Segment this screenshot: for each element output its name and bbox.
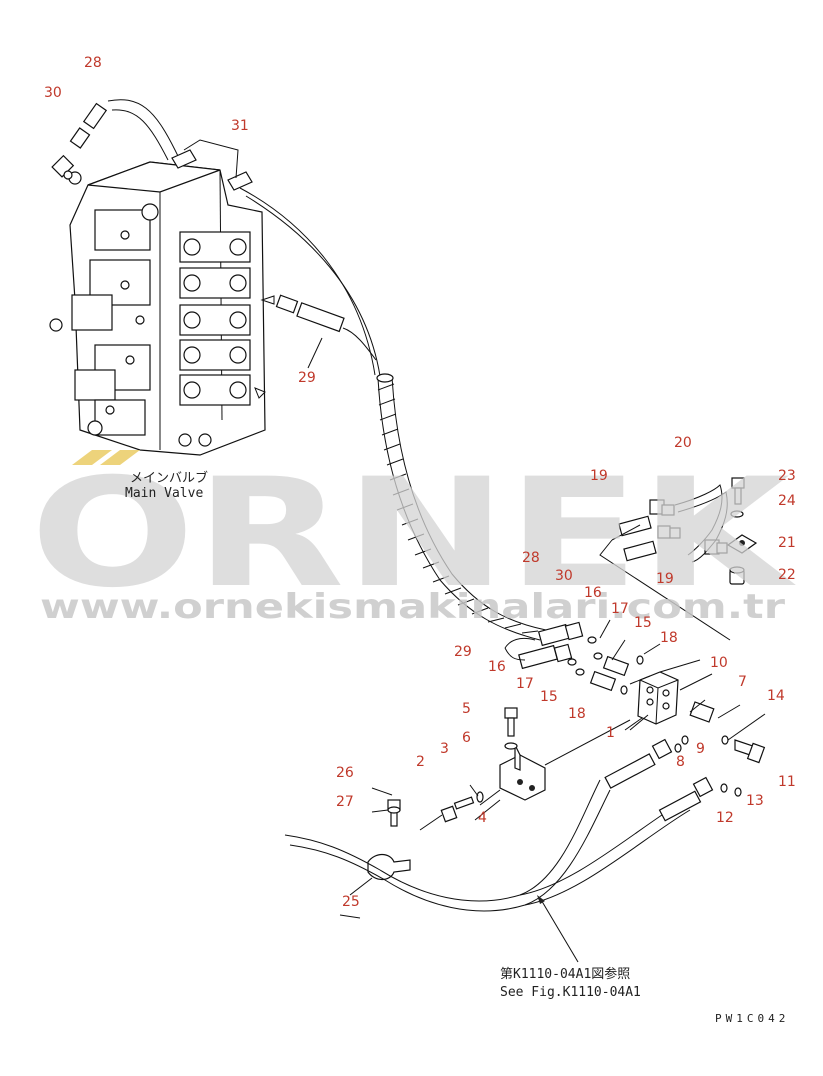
callout-20: 20: [674, 435, 692, 451]
main-valve-label-en: Main Valve: [125, 486, 203, 501]
callout-21: 21: [778, 535, 796, 551]
callout-28-lower: 28: [522, 550, 540, 566]
callout-29-upper: 29: [298, 370, 316, 386]
callout-28-upper: 28: [84, 55, 102, 71]
callout-26: 26: [336, 765, 354, 781]
callout-24: 24: [778, 493, 796, 509]
watermark-brand: ORNEK: [30, 447, 796, 621]
callout-25: 25: [342, 894, 360, 910]
callout-17-upper: 17: [611, 601, 629, 617]
callout-30-lower: 30: [555, 568, 573, 584]
lower-sensors: [504, 621, 584, 670]
main-valve-label-jp: メインバルブ: [130, 470, 208, 486]
callout-9: 9: [696, 741, 705, 757]
callout-4: 4: [478, 810, 487, 826]
block-assembly: [567, 619, 766, 797]
callout-27: 27: [336, 794, 354, 810]
callout-23: 23: [778, 468, 796, 484]
callout-30-upper: 30: [44, 85, 62, 101]
reference-label-jp: 第K1110-04A1図参照: [500, 966, 630, 982]
callout-8: 8: [676, 754, 685, 770]
callout-13: 13: [746, 793, 764, 809]
watermark-url: www.ornekismakinalari.com.tr: [40, 587, 785, 627]
callout-5: 5: [462, 701, 471, 717]
callout-2: 2: [416, 754, 425, 770]
main-cable: [239, 187, 376, 376]
clamp-31: [171, 139, 253, 191]
bolt-group-right: [726, 477, 758, 585]
bracket-4: [419, 707, 631, 831]
callout-29-lower: 29: [454, 644, 472, 660]
sensor-29-upper: [275, 294, 377, 369]
main-valve-drawing: [49, 161, 275, 456]
callout-19-upper: 19: [590, 468, 608, 484]
callout-1: 1: [606, 725, 615, 741]
spiral-wrap: [376, 373, 547, 641]
watermark: ORNEK www.ornekismakinalari.com.tr: [30, 447, 796, 627]
main-cable-2: [245, 195, 381, 377]
callout-16-upper: 16: [584, 585, 602, 601]
callout-6: 6: [462, 730, 471, 746]
drawing-code: PW1C042: [715, 1012, 789, 1025]
callout-11: 11: [778, 774, 796, 790]
lower-harness: [284, 717, 714, 963]
callout-16-lower: 16: [488, 659, 506, 675]
connectors-harness: [599, 484, 731, 641]
callout-18-lower: 18: [568, 706, 586, 722]
callout-14: 14: [767, 688, 785, 704]
callout-31: 31: [231, 118, 249, 134]
callout-18-upper: 18: [660, 630, 678, 646]
callout-10: 10: [710, 655, 728, 671]
callout-19-lower: 19: [656, 571, 674, 587]
reference-label-en: See Fig.K1110-04A1: [500, 985, 641, 1000]
callout-22: 22: [778, 567, 796, 583]
callout-3: 3: [440, 741, 449, 757]
callout-7: 7: [738, 674, 747, 690]
callout-15-upper: 15: [634, 615, 652, 631]
callout-15-lower: 15: [540, 689, 558, 705]
callout-17-lower: 17: [516, 676, 534, 692]
callout-12: 12: [716, 810, 734, 826]
